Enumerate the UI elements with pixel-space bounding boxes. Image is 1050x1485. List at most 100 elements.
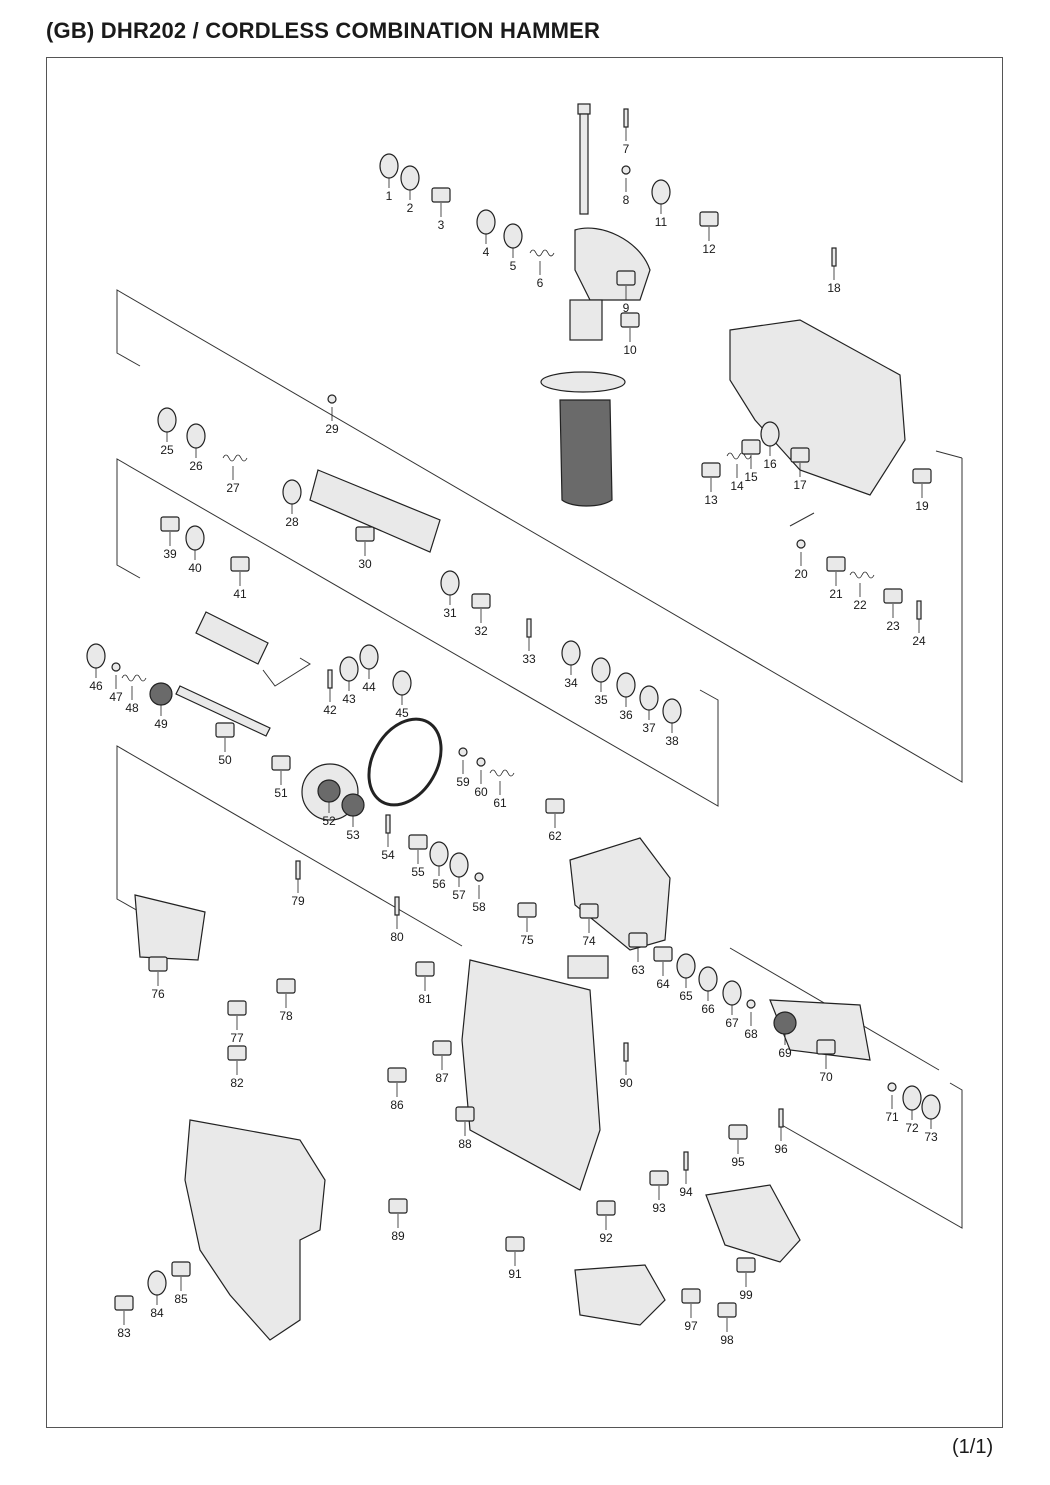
part-shape bbox=[114, 1295, 134, 1311]
part-73: 73 bbox=[921, 1094, 941, 1144]
part-number-label: 40 bbox=[188, 561, 202, 575]
part-number-label: 35 bbox=[594, 693, 608, 707]
screw-shape bbox=[327, 669, 333, 689]
part-68: 68 bbox=[744, 999, 758, 1041]
part-number-label: 49 bbox=[154, 717, 168, 731]
part-75: 75 bbox=[517, 902, 537, 947]
ring-shape bbox=[186, 423, 206, 449]
part-49: 49 bbox=[149, 682, 173, 731]
part-number-label: 9 bbox=[623, 301, 630, 315]
part-22: 22 bbox=[849, 571, 875, 612]
part-number-label: 1 bbox=[386, 189, 393, 203]
ring-shape bbox=[676, 953, 696, 979]
part-97: 97 bbox=[681, 1288, 701, 1333]
part-95: 95 bbox=[728, 1124, 748, 1169]
part-19: 19 bbox=[912, 468, 932, 513]
spring-shape bbox=[489, 769, 515, 777]
part-shape bbox=[701, 462, 721, 478]
part-number-label: 78 bbox=[279, 1009, 293, 1023]
part-number-label: 60 bbox=[474, 785, 488, 799]
dust-sleeve bbox=[134, 894, 206, 961]
part-number-label: 68 bbox=[744, 1027, 758, 1041]
part-number-label: 96 bbox=[774, 1142, 788, 1156]
part-number-label: 20 bbox=[794, 567, 808, 581]
group-outlines bbox=[116, 289, 963, 1229]
part-98: 98 bbox=[717, 1302, 737, 1347]
part-number-label: 70 bbox=[819, 1070, 833, 1084]
ring-shape bbox=[561, 640, 581, 666]
part-shape bbox=[387, 1067, 407, 1083]
part-54: 54 bbox=[381, 814, 395, 862]
part-4: 4 bbox=[476, 209, 496, 259]
part-number-label: 18 bbox=[827, 281, 841, 295]
main-bodies bbox=[134, 103, 906, 1341]
screw-shape bbox=[295, 860, 301, 880]
part-shape bbox=[653, 946, 673, 962]
part-number-label: 71 bbox=[885, 1110, 899, 1124]
rear-cover bbox=[705, 1184, 801, 1263]
part-number-label: 82 bbox=[230, 1076, 244, 1090]
part-15: 15 bbox=[741, 439, 761, 484]
ring-shape bbox=[503, 223, 523, 249]
part-number-label: 95 bbox=[731, 1155, 745, 1169]
part-shape bbox=[620, 312, 640, 328]
part-66: 66 bbox=[698, 966, 718, 1016]
part-35: 35 bbox=[591, 657, 611, 707]
part-number-label: 42 bbox=[323, 703, 337, 717]
ring-shape bbox=[339, 656, 359, 682]
part-3: 3 bbox=[431, 187, 451, 232]
part-number-label: 67 bbox=[725, 1016, 739, 1030]
part-number-label: 16 bbox=[763, 457, 777, 471]
screw-shape bbox=[394, 896, 400, 916]
ring-shape bbox=[651, 179, 671, 205]
part-25: 25 bbox=[157, 407, 177, 457]
part-number-label: 85 bbox=[174, 1292, 188, 1306]
part-23: 23 bbox=[883, 588, 903, 633]
page-number: (1/1) bbox=[952, 1436, 994, 1458]
part-shape bbox=[431, 187, 451, 203]
ring-shape bbox=[698, 966, 718, 992]
part-24: 24 bbox=[912, 600, 926, 648]
part-number-label: 44 bbox=[362, 680, 376, 694]
part-shape bbox=[408, 834, 428, 850]
part-shape bbox=[505, 1236, 525, 1252]
part-shape bbox=[276, 978, 296, 994]
part-number-label: 34 bbox=[564, 676, 578, 690]
part-2: 2 bbox=[400, 165, 420, 215]
part-number-label: 81 bbox=[418, 992, 432, 1006]
gear-housing bbox=[729, 319, 906, 496]
washer-shape bbox=[458, 747, 468, 757]
part-30: 30 bbox=[355, 526, 375, 571]
part-number-label: 38 bbox=[665, 734, 679, 748]
part-number-label: 88 bbox=[458, 1137, 472, 1151]
part-number-label: 52 bbox=[322, 814, 336, 828]
part-53: 53 bbox=[341, 793, 365, 842]
part-number-label: 33 bbox=[522, 652, 536, 666]
screw-shape bbox=[916, 600, 922, 620]
part-shape bbox=[596, 1200, 616, 1216]
part-number-label: 23 bbox=[886, 619, 900, 633]
ring-shape bbox=[662, 698, 682, 724]
part-99: 99 bbox=[736, 1257, 756, 1302]
part-number-label: 65 bbox=[679, 989, 693, 1003]
part-number-label: 59 bbox=[456, 775, 470, 789]
ring-shape bbox=[449, 852, 469, 878]
part-40: 40 bbox=[185, 525, 205, 575]
part-18: 18 bbox=[827, 247, 841, 295]
part-number-label: 48 bbox=[125, 701, 139, 715]
part-77: 77 bbox=[227, 1000, 247, 1045]
part-number-label: 53 bbox=[346, 828, 360, 842]
washer-shape bbox=[746, 999, 756, 1009]
part-number-label: 45 bbox=[395, 706, 409, 720]
part-shape bbox=[728, 1124, 748, 1140]
ring-shape bbox=[921, 1094, 941, 1120]
part-13: 13 bbox=[701, 462, 721, 507]
washer-shape bbox=[327, 394, 337, 404]
ring-shape bbox=[591, 657, 611, 683]
ring-shape bbox=[359, 644, 379, 670]
washer-shape bbox=[474, 872, 484, 882]
spring-shape bbox=[529, 249, 555, 257]
part-17: 17 bbox=[790, 447, 810, 492]
part-87: 87 bbox=[432, 1040, 452, 1085]
